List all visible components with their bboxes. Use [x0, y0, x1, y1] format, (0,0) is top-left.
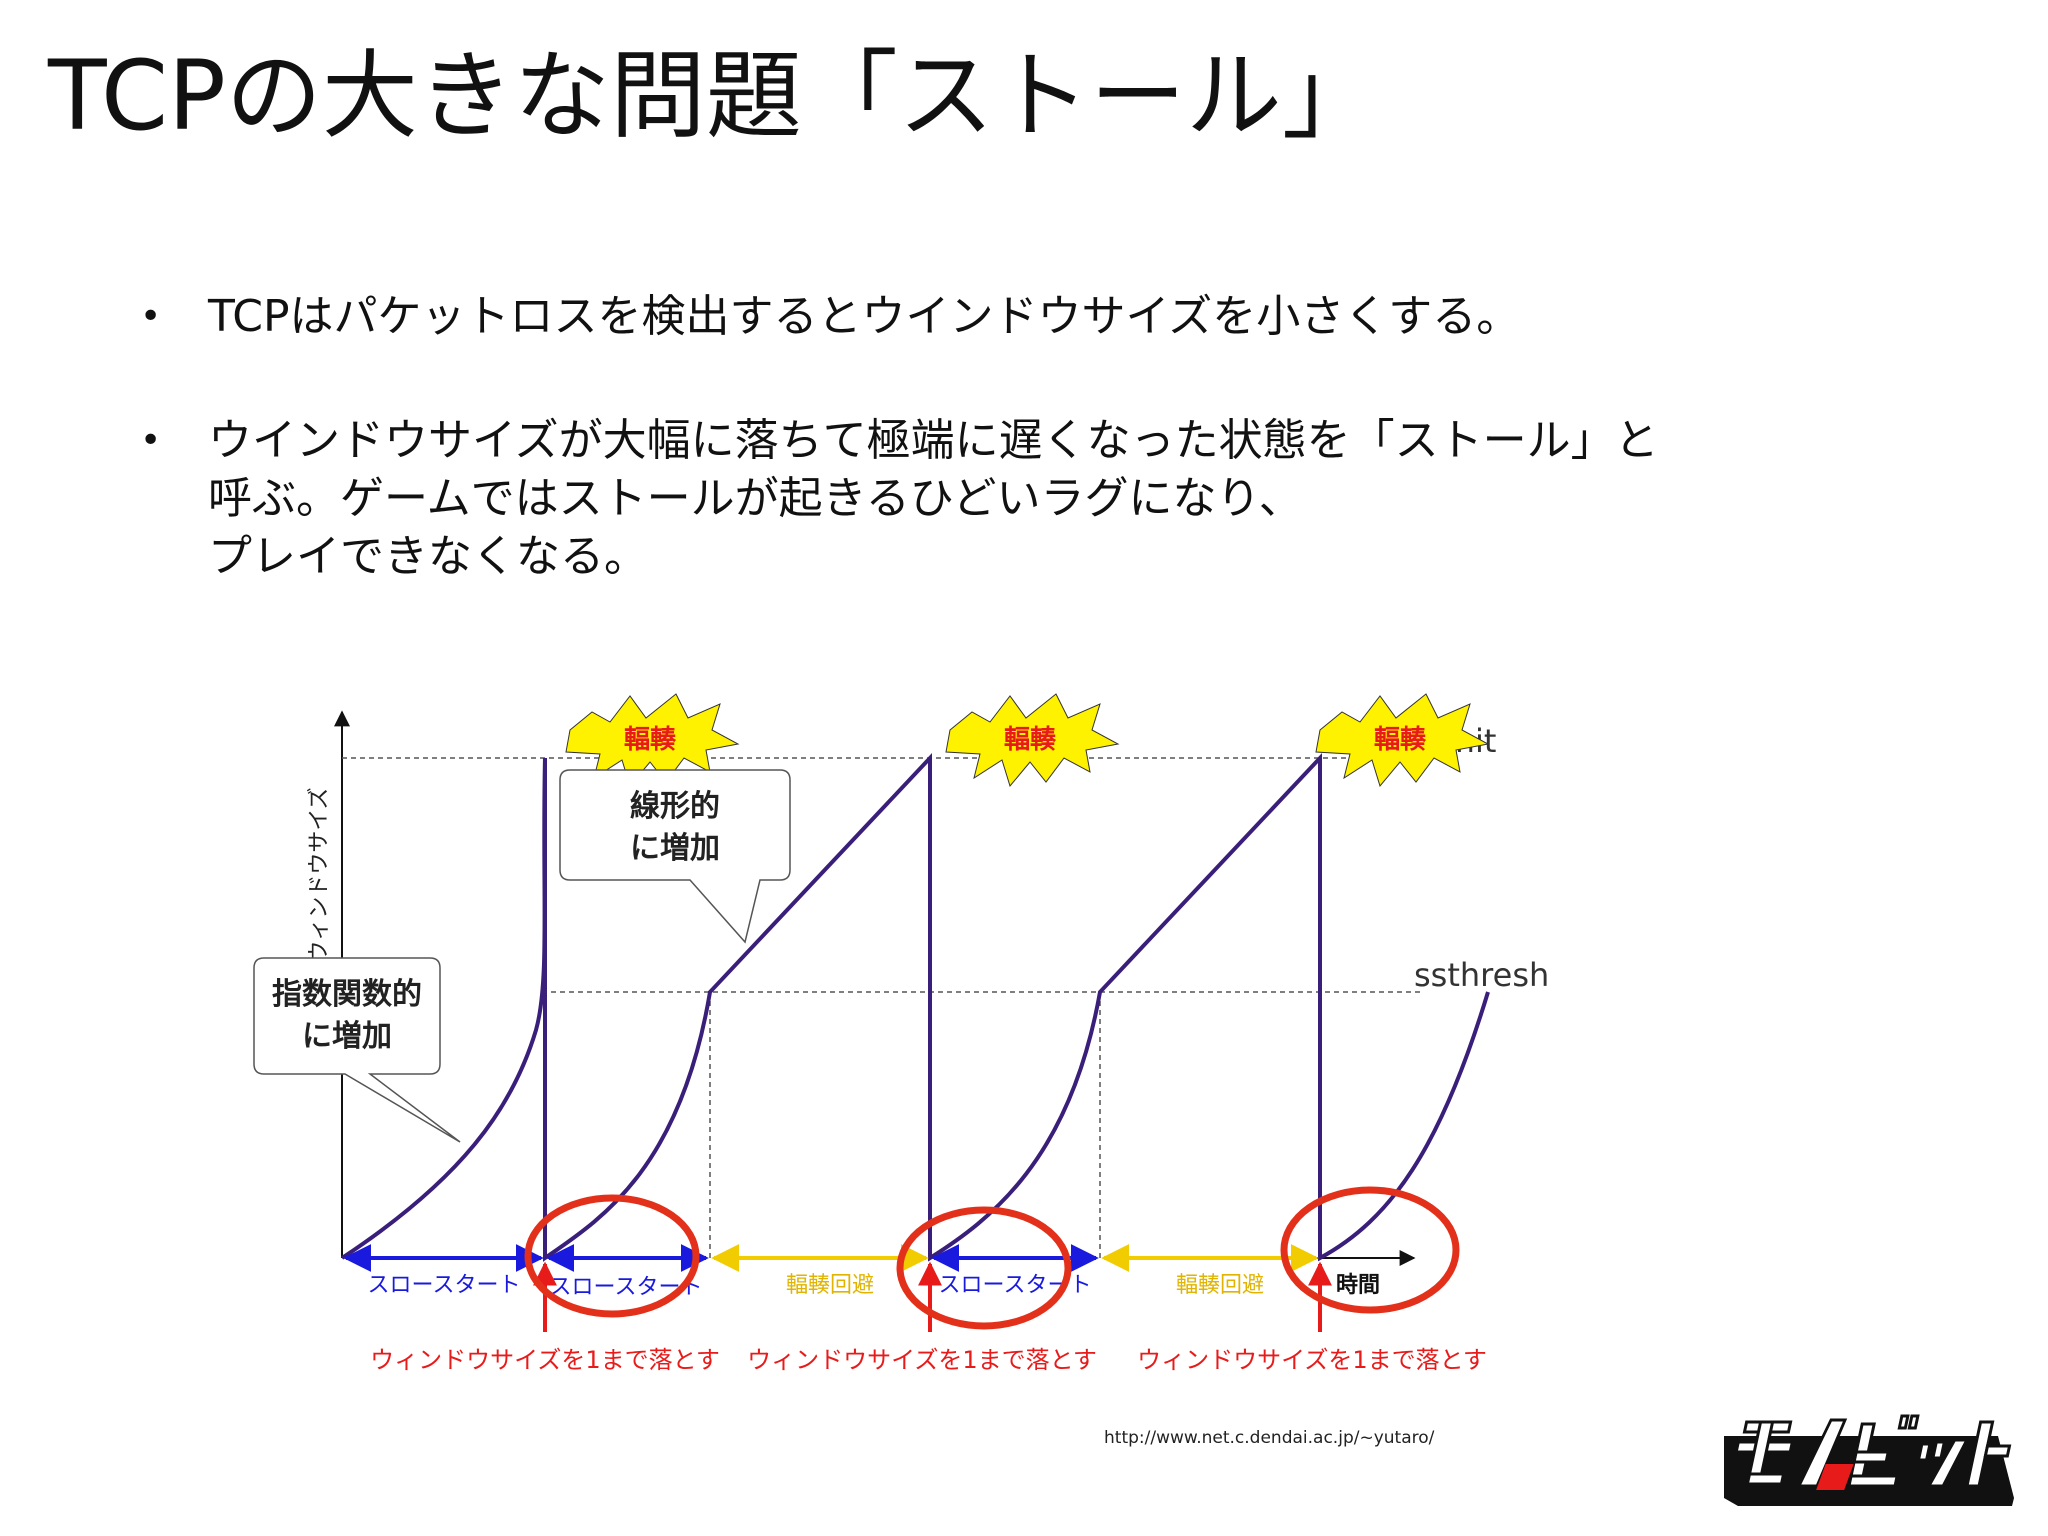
source-credit: http://www.net.c.dendai.ac.jp/~yutaro/ [1104, 1428, 1435, 1448]
company-logo [1724, 1414, 2014, 1506]
callout-line: 指数関数的 [272, 977, 422, 1012]
slide-title: TCPの大きな問題「ストール」 [48, 40, 1378, 152]
congestion-label: 輻輳 [1004, 724, 1057, 755]
ssthresh-label: ssthresh [1414, 956, 1549, 994]
highlight-circle [1280, 1186, 1460, 1314]
bullet-line: プレイできなくなる。 [208, 531, 648, 582]
congestion-label: 輻輳 [624, 724, 677, 755]
bullet-line: ウインドウサイズが大幅に落ちて極端に遅くなった状態を「ストール」と [208, 415, 1659, 466]
bullet-item: TCPはパケットロスを検出するとウインドウサイズを小さくする。 [140, 288, 1940, 346]
callout-exponential: 指数関数的 に増加 [253, 957, 461, 1143]
window-size-curve [340, 752, 1490, 1262]
highlight-circle [896, 1206, 1072, 1330]
bullet-list: TCPはパケットロスを検出するとウインドウサイズを小さくする。 ウインドウサイズ… [140, 288, 1940, 586]
x-axis-label: 時間 [1336, 1273, 1380, 1298]
bullet-line: 呼ぶ。ゲームではストールが起きるひどいラグになり、 [208, 473, 1303, 524]
phase-label: 輻輳回避 [786, 1273, 874, 1298]
drop-label: ウィンドウサイズを1まで落とす [747, 1346, 1097, 1374]
drop-label: ウィンドウサイズを1まで落とす [1137, 1346, 1487, 1374]
drop-label: ウィンドウサイズを1まで落とす [370, 1346, 720, 1374]
callout-line: 線形的 [630, 789, 720, 824]
phase-label: 輻輳回避 [1176, 1273, 1264, 1298]
bullet-item: ウインドウサイズが大幅に落ちて極端に遅くなった状態を「ストール」と 呼ぶ。ゲーム… [140, 412, 1940, 586]
callout-line: に増加 [302, 1019, 392, 1054]
callout-line: に増加 [630, 831, 720, 866]
phase-label: スロースタート [368, 1273, 521, 1298]
congestion-burst: 輻輳 [1315, 693, 1490, 788]
congestion-burst: 輻輳 [945, 693, 1120, 788]
congestion-burst: 輻輳 [565, 693, 740, 788]
congestion-label: 輻輳 [1374, 724, 1427, 755]
bullet-line: TCPはパケットロスを検出するとウインドウサイズを小さくする。 [208, 291, 1521, 342]
highlight-circle [524, 1194, 700, 1318]
tcp-window-diagram: ウィンドウサイズ limit ssthresh 輻輳 輻輳 輻輳 指数関数的 に… [253, 693, 1549, 1374]
y-axis-label: ウィンドウサイズ [307, 787, 332, 962]
callout-linear: 線形的 に増加 [559, 769, 791, 944]
